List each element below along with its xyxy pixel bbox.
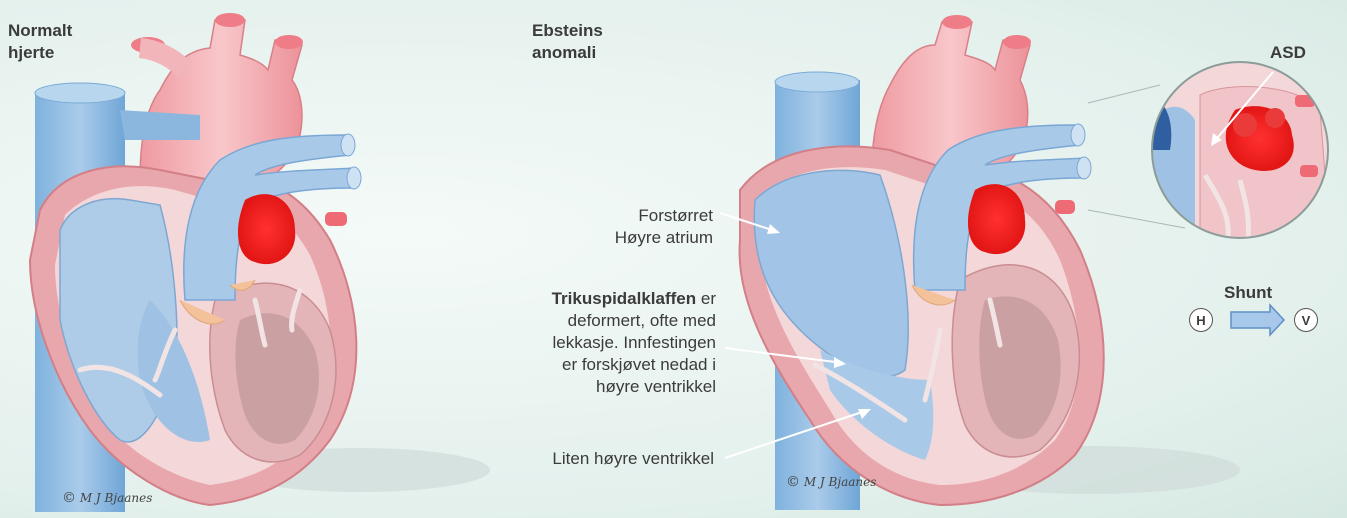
tricuspid-valve-line2: deformert, ofte med [470, 310, 716, 332]
shunt-to-badge: V [1294, 308, 1318, 332]
tricuspid-valve-line4: er forskjøvet nedad i [470, 354, 716, 376]
asd-magnifier [1150, 62, 1330, 238]
tricuspid-valve-line5: høyre ventrikkel [470, 376, 716, 398]
tricuspid-valve-name: Trikuspidalklaffen [552, 289, 697, 308]
left-atrium [238, 194, 295, 264]
small-ventricle-label: Liten høyre ventrikkel [470, 448, 714, 470]
right-atrium-line1: Forstørret [520, 205, 713, 227]
left-atrium-right [968, 184, 1025, 254]
asd-label: ASD [1270, 42, 1306, 64]
normal-heart-title: Normalt hjerte [8, 20, 118, 64]
ebstein-heart-drawing [740, 15, 1240, 510]
right-atrium-label: Forstørret Høyre atrium [520, 205, 713, 249]
tricuspid-valve-label: Trikuspidalklaffen er deformert, ofte me… [470, 288, 716, 398]
shunt-from-badge: H [1189, 308, 1213, 332]
signature-name: M J Bjaanes [804, 475, 877, 489]
normal-heart-drawing [30, 13, 490, 512]
signature-right: © M J Bjaanes [786, 474, 876, 490]
shunt-label: Shunt [1224, 282, 1272, 304]
copyright-symbol: © [62, 490, 76, 506]
signature-name: M J Bjaanes [80, 491, 153, 505]
ebstein-title: Ebsteins anomali [532, 20, 632, 64]
copyright-symbol: © [786, 474, 800, 490]
shunt-arrow-icon [1231, 305, 1284, 335]
tricuspid-valve-line1-rest: er [696, 289, 716, 308]
tricuspid-valve-line3: lekkasje. Innfestingen [470, 332, 716, 354]
right-atrium-line2: Høyre atrium [520, 227, 713, 249]
signature-left: © M J Bjaanes [62, 490, 152, 506]
